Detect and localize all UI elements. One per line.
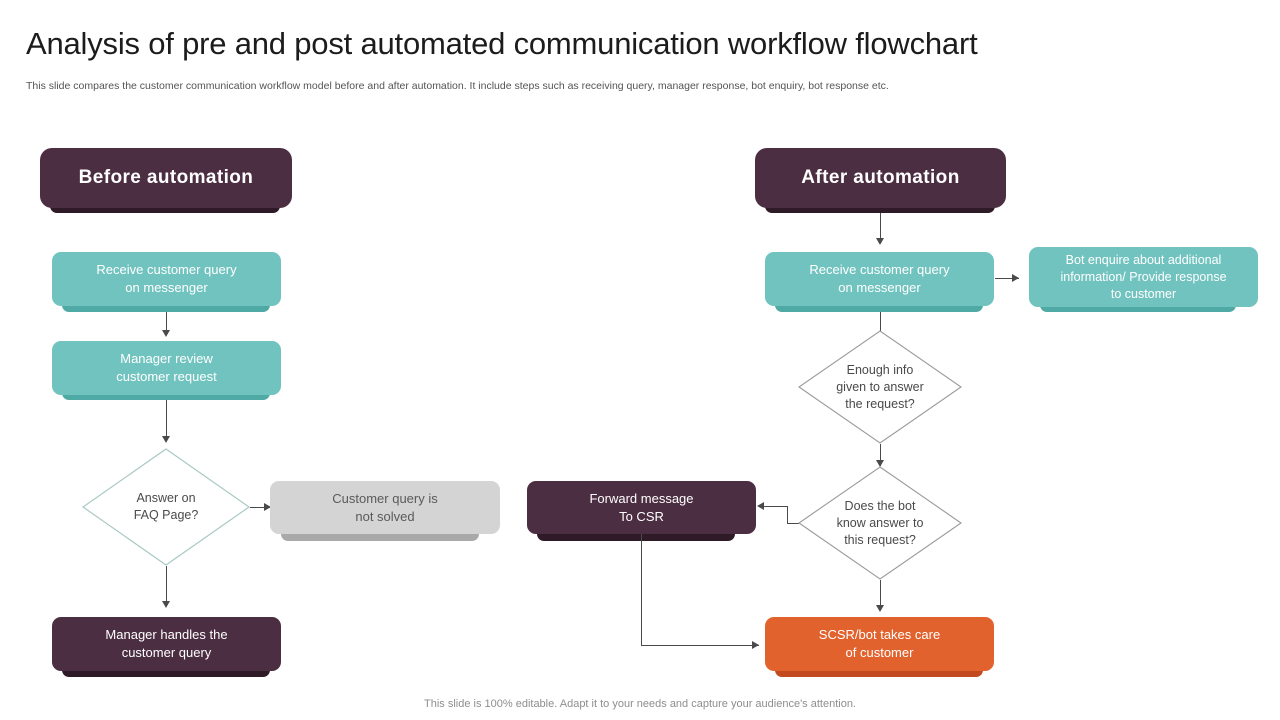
before-manager-review-box: Manager review customer request [52, 341, 281, 395]
before-automation-banner: Before automation [40, 148, 292, 208]
after-enough-info-decision-label: Enough info given to answer the request? [836, 362, 924, 411]
after-arrow-botknow-to-forward [757, 502, 764, 510]
after-arrow-banner-to-receive [876, 238, 884, 245]
after-forward-csr-box: Forward message To CSR [527, 481, 756, 534]
after-connector-enoughinfo-to-botknow [880, 444, 881, 466]
after-enough-info-decision-diamond: Enough info given to answer the request? [798, 330, 962, 444]
before-faq-decision-diamond: Answer on FAQ Page? [82, 448, 250, 566]
before-connector-faq-to-notsolved [250, 507, 272, 508]
after-connector-receive-to-botenquire [995, 278, 1019, 279]
before-not-solved-box: Customer query is not solved [270, 481, 500, 534]
before-arrow-faq-to-handles [162, 601, 170, 608]
before-arrow-receive-to-review [162, 330, 170, 337]
after-connector-forward-to-scsr [641, 645, 759, 646]
diamond-shape-icon [798, 330, 962, 444]
before-faq-decision-label: Answer on FAQ Page? [133, 491, 199, 522]
diamond-shape-icon [798, 466, 962, 580]
before-arrow-review-to-faq [162, 436, 170, 443]
after-arrow-receive-to-botenquire [1012, 274, 1019, 282]
after-arrow-forward-to-scsr [752, 641, 759, 649]
after-connector-receive-to-enoughinfo [880, 312, 881, 334]
after-connector-botknow-left-segment [787, 523, 799, 524]
before-manager-handles-box: Manager handles the customer query [52, 617, 281, 671]
before-connector-review-to-faq [166, 400, 167, 440]
after-arrow-botknow-to-scsr [876, 605, 884, 612]
before-receive-query-box: Receive customer query on messenger [52, 252, 281, 306]
before-connector-faq-to-handles [166, 566, 167, 606]
after-bot-enquire-box: Bot enquire about additional information… [1029, 247, 1258, 307]
slide-footer-note: This slide is 100% editable. Adapt it to… [424, 698, 856, 710]
after-connector-botknow-to-forward [764, 506, 788, 507]
before-connector-receive-to-review [166, 312, 167, 332]
after-arrow-enoughinfo-to-botknow [876, 460, 884, 467]
page-subtitle: This slide compares the customer communi… [26, 80, 889, 92]
after-connector-botknow-to-scsr [880, 580, 881, 610]
after-receive-query-box: Receive customer query on messenger [765, 252, 994, 306]
after-connector-forward-down [641, 534, 642, 645]
after-scsr-box: SCSR/bot takes care of customer [765, 617, 994, 671]
before-arrow-faq-to-notsolved [264, 503, 271, 511]
after-connector-banner-to-receive [880, 213, 881, 243]
after-automation-banner: After automation [755, 148, 1006, 208]
page-title: Analysis of pre and post automated commu… [26, 26, 978, 61]
after-bot-knows-decision-diamond: Does the bot know answer to this request… [798, 466, 962, 580]
after-bot-knows-decision-label: Does the bot know answer to this request… [836, 498, 924, 547]
after-connector-botknow-riser [787, 506, 788, 524]
diamond-shape-icon [82, 448, 250, 566]
